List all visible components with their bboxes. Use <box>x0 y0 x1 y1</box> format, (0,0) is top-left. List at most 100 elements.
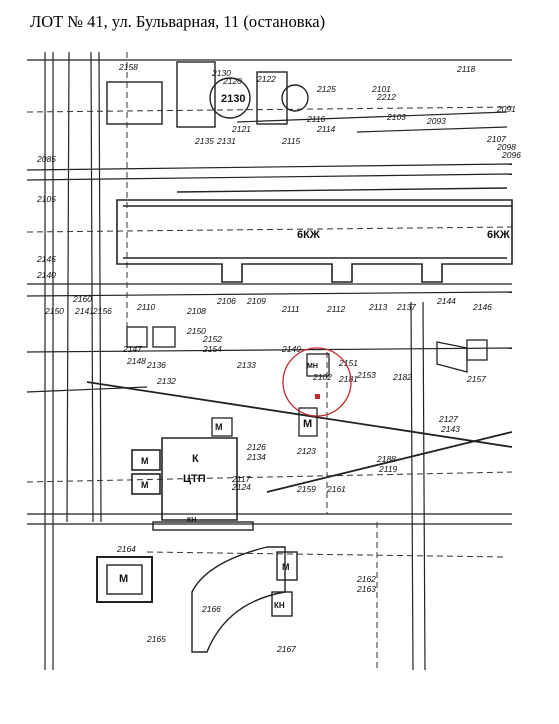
utility-lines <box>26 52 513 670</box>
parcel-number: 2131 <box>216 136 236 146</box>
parcel-number: 2150 <box>186 326 206 336</box>
parcel-number: 2085 <box>36 154 56 164</box>
parcel-number: 2121 <box>231 124 251 134</box>
ctp-label: ЦТП <box>183 473 206 485</box>
parcel-number: 2146 <box>472 302 492 312</box>
parcel-number: 2112 <box>326 304 346 314</box>
parcel-number: 2147 <box>122 344 142 354</box>
parcel-number: 2126 <box>246 442 266 452</box>
parcel-number: 2212 <box>376 92 396 102</box>
parcel-number: 2122 <box>256 74 276 84</box>
label-m5: М <box>215 422 223 432</box>
parcel-number: 2103 <box>386 112 406 122</box>
parcel-number: 2161 <box>326 484 346 494</box>
site-plan-svg: 2130 6КЖ 6КЖ МН М М К ЦТП М М М М КН КН <box>26 51 521 671</box>
parcel-number: 2135 <box>194 136 214 146</box>
parcel-number: 2181 <box>338 374 358 384</box>
parcel-number: 2116 <box>306 114 326 124</box>
parcel-number: 2106 <box>216 296 236 306</box>
parcel-number: 2137 <box>396 302 416 312</box>
lot-marker-point[interactable] <box>315 394 320 399</box>
label-m3: М <box>119 573 128 585</box>
parcel-number: 2130 <box>211 68 231 78</box>
parcel-number: 2107 <box>486 134 506 144</box>
lot-marker[interactable] <box>282 347 352 417</box>
parcel-number: 2143 <box>440 424 460 434</box>
parcel-number: 2113 <box>368 302 388 312</box>
round-structure <box>209 77 251 119</box>
lower-structures <box>96 521 298 653</box>
parcel-number: 2133 <box>236 360 256 370</box>
parcel-number: 2105 <box>36 194 56 204</box>
parcel-number: 2132 <box>156 376 176 386</box>
page-title: ЛОТ № 41, ул. Бульварная, 11 (остановка) <box>30 12 326 31</box>
parcel-number: 2151 <box>338 358 358 368</box>
parcel-number: 2120 <box>222 76 242 86</box>
building-6kzh <box>116 199 513 283</box>
parcel-number: 2124 <box>231 482 251 492</box>
parcel-number: 2154 <box>202 344 222 354</box>
parcel-number: 2136 <box>146 360 166 370</box>
lot-marker-circle[interactable] <box>282 347 352 417</box>
parcel-number: 2164 <box>116 544 136 554</box>
parcel-number: 2150 <box>44 306 64 316</box>
site-plan-map: 2130 6КЖ 6КЖ МН М М К ЦТП М М М М КН КН <box>26 51 521 671</box>
top-structures <box>106 61 508 193</box>
parcel-number: 2166 <box>201 604 221 614</box>
parcel-number: 2144 <box>436 296 456 306</box>
parcel-number: 2165 <box>146 634 166 644</box>
parcel-number: 2093 <box>426 116 446 126</box>
parcel-number: 2118 <box>456 64 476 74</box>
parcel-number: 2145 <box>36 254 56 264</box>
parcel-number: 2157 <box>466 374 486 384</box>
parcel-number: 2108 <box>186 306 206 316</box>
parcel-number: 2115 <box>281 136 301 146</box>
parcel-number: 2153 <box>356 370 376 380</box>
parcel-number: 2163 <box>356 584 376 594</box>
parcel-number: 2182 <box>392 372 412 382</box>
label-m-lower: М <box>282 562 290 572</box>
label-kn: КН <box>274 601 285 610</box>
parcel-number: 2110 <box>136 302 156 312</box>
parcel-number: 2140 <box>36 270 56 280</box>
parcel-number: 2125 <box>316 84 336 94</box>
building-label-right: 6КЖ <box>487 229 510 241</box>
parcel-number: 2119 <box>378 464 398 474</box>
label-round-2130: 2130 <box>221 93 245 105</box>
street-lines <box>26 51 513 671</box>
parcel-number: 2148 <box>126 356 146 366</box>
map-background <box>27 52 512 670</box>
parcel-number: 2158 <box>118 62 138 72</box>
parcel-number: 2162 <box>356 574 376 584</box>
parcel-number: 2117 <box>231 474 251 484</box>
ctp-building <box>131 437 238 521</box>
label-m1: М <box>141 456 149 466</box>
parcel-number: 2156 <box>92 306 112 316</box>
parcel-number: 2160 <box>72 294 92 304</box>
label-m4: М <box>303 418 312 430</box>
parcel-number: 2149 <box>281 344 301 354</box>
parcel-number: 2101 <box>371 84 391 94</box>
label-m2: М <box>141 480 149 490</box>
mid-blocks <box>126 326 488 437</box>
parcel-number: 2123 <box>296 446 316 456</box>
parcel-number: 2167 <box>276 644 296 654</box>
parcel-number: 2159 <box>296 484 316 494</box>
ctp-k-label: К <box>192 453 199 465</box>
parcel-number: 2098 <box>496 142 516 152</box>
label-mn: МН <box>307 363 318 370</box>
parcel-number: 2102 <box>312 372 332 382</box>
parcel-number: 2111 <box>281 304 300 314</box>
parcel-number: 2114 <box>316 124 336 134</box>
parcel-number: 2188 <box>376 454 396 464</box>
parcel-number: 2134 <box>246 452 266 462</box>
label-kn2: КН <box>187 517 196 524</box>
parcel-number: 2091 <box>496 104 516 114</box>
building-label: 6КЖ <box>297 229 320 241</box>
parcel-number: 2109 <box>246 296 266 306</box>
parcel-number: 2127 <box>438 414 458 424</box>
parcel-number: 2152 <box>202 334 222 344</box>
parcel-number: 2141 <box>74 306 94 316</box>
parcel-number: 2096 <box>501 150 521 160</box>
